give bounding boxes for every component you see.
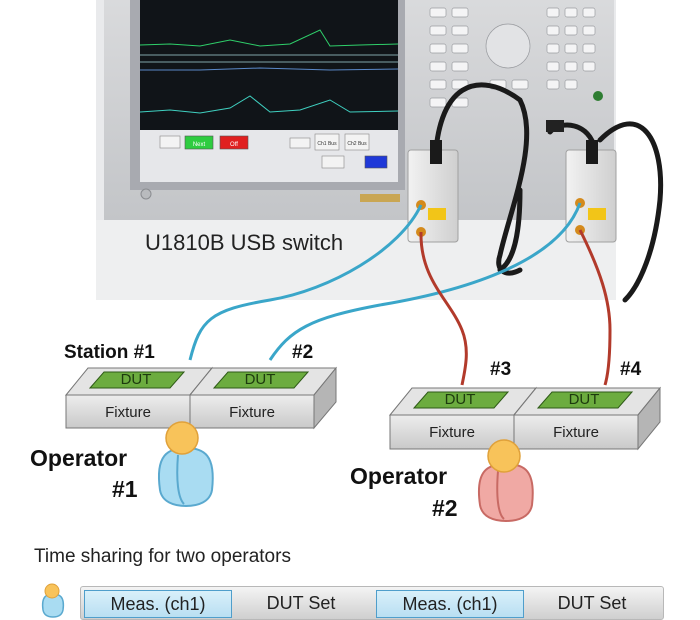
operator-1-number: #1 bbox=[112, 476, 138, 502]
softkey-ch1: Ch1 Bus bbox=[317, 141, 337, 147]
usb-switch-right bbox=[565, 140, 617, 243]
station-3-label: #3 bbox=[490, 359, 511, 380]
time-sharing-timeline: Time sharing for two operators Meas. (ch… bbox=[0, 540, 700, 620]
timeline-segment-dut-set: DUT Set bbox=[557, 593, 627, 613]
rf-cables bbox=[188, 202, 612, 386]
operator-2-figure bbox=[477, 439, 534, 523]
keypad bbox=[429, 7, 596, 108]
usb-connector bbox=[546, 120, 564, 132]
station-1-label: Station #1 bbox=[64, 342, 155, 363]
fixture-label: Fixture bbox=[229, 404, 275, 421]
softkey-ch2: Ch2 Bus bbox=[347, 141, 367, 147]
network-analyzer: Next Off Ch1 Bus Ch2 Bus bbox=[96, 0, 616, 300]
operator-icon bbox=[41, 583, 65, 618]
operator-1-label: Operator bbox=[30, 445, 127, 471]
operator-1-figure bbox=[157, 421, 214, 508]
analyzer-display bbox=[140, 0, 398, 130]
timeline-segment-dut-set: DUT Set bbox=[266, 593, 336, 613]
softkey-off: Off bbox=[230, 142, 238, 148]
fixture-label: Fixture bbox=[553, 424, 599, 441]
timeline-segment-measure: Meas. (ch1) bbox=[376, 590, 524, 618]
dut-label: DUT bbox=[569, 391, 600, 408]
fixture-station-2: DUT Fixture bbox=[188, 366, 338, 430]
timeline-segment-measure: Meas. (ch1) bbox=[84, 590, 232, 618]
operator-2-label: Operator bbox=[350, 463, 447, 489]
dut-label: DUT bbox=[245, 371, 276, 388]
dut-label: DUT bbox=[121, 371, 152, 388]
dut-label: DUT bbox=[445, 391, 476, 408]
station-4-label: #4 bbox=[620, 359, 642, 380]
station-2-label: #2 bbox=[292, 342, 313, 363]
diagram-canvas: Next Off Ch1 Bus Ch2 Bus bbox=[30, 0, 664, 523]
fixture-label: Fixture bbox=[429, 424, 475, 441]
operator-2-number: #2 bbox=[432, 495, 458, 521]
fixture-station-4: DUT Fixture bbox=[512, 386, 662, 451]
timeline-title: Time sharing for two operators bbox=[34, 546, 291, 567]
fixture-label: Fixture bbox=[105, 404, 151, 421]
usb-switch-left bbox=[407, 140, 459, 243]
switch-label: U1810B USB switch bbox=[145, 230, 343, 255]
softkey-next: Next bbox=[193, 142, 206, 148]
